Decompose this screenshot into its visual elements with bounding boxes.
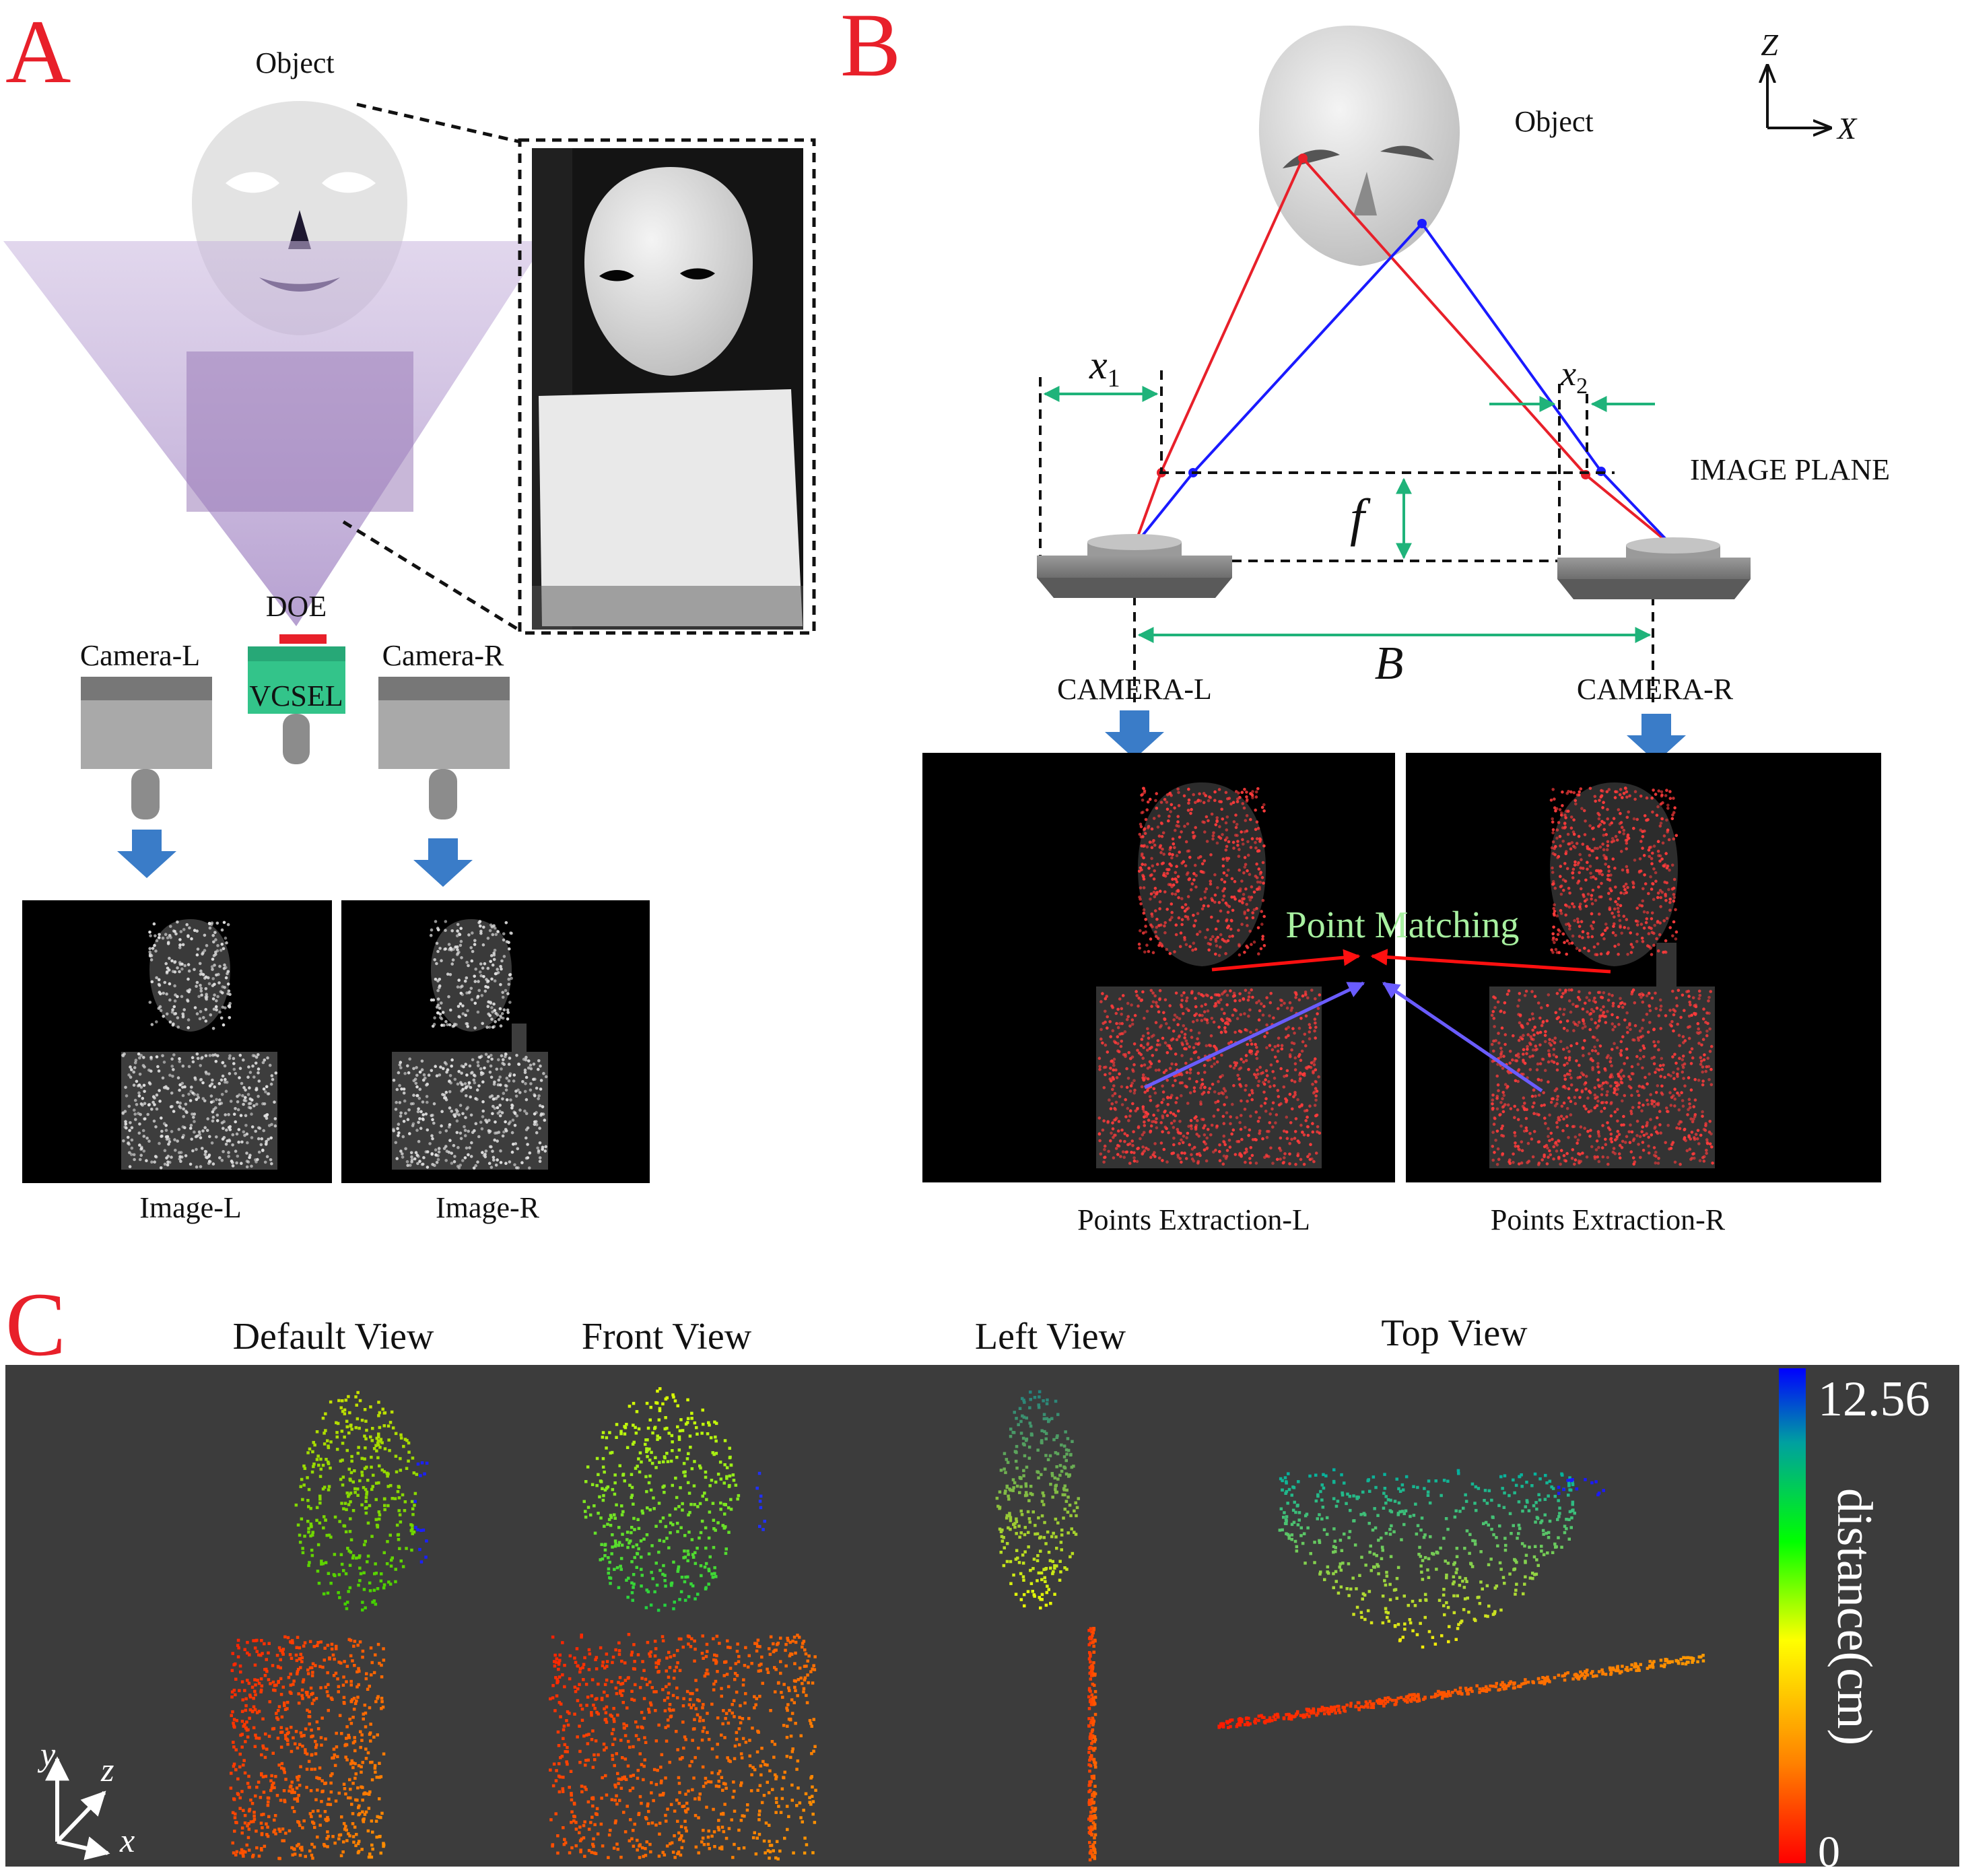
cloud-front-box xyxy=(549,1633,817,1861)
photo-box xyxy=(539,389,803,626)
matching-arrows xyxy=(1143,948,1611,1093)
colorbar-min-label: 0 xyxy=(1818,1828,1840,1876)
camera-r-3d xyxy=(1557,537,1751,599)
cloud-front-face xyxy=(582,1387,741,1612)
panel-a-letter: A xyxy=(5,2,71,102)
projected-area xyxy=(187,351,413,512)
camera-l-3d-label: CAMERA-L xyxy=(1057,673,1212,706)
dimension-arrows xyxy=(1043,386,1655,643)
cloud-top-face xyxy=(1278,1468,1576,1649)
cloud-top-outliers xyxy=(1557,1478,1605,1497)
x2-label: x2 xyxy=(1560,355,1588,399)
mask-3d xyxy=(1258,26,1460,266)
camera-r-label: Camera-R xyxy=(382,639,504,672)
cloud-default-box xyxy=(229,1635,386,1861)
photo-mask xyxy=(584,167,753,376)
image-l-label: Image-L xyxy=(139,1191,241,1224)
flow-arrow-a-left xyxy=(117,830,176,878)
zoom-line-bottom xyxy=(342,520,520,632)
axis-x-label: X xyxy=(1836,111,1858,145)
image-r-label: Image-R xyxy=(436,1191,540,1224)
colorbar xyxy=(1779,1368,1806,1863)
flow-arrow-a-right xyxy=(413,838,473,887)
triad-y-label: y xyxy=(37,1735,56,1773)
view-title-top: Top View xyxy=(1381,1312,1528,1354)
camera-l-body xyxy=(81,677,212,819)
panel-b: B Z X Object xyxy=(840,0,1890,1236)
doe-element xyxy=(279,634,327,644)
point-cloud-viewer xyxy=(5,1365,1959,1867)
panel-a: A Object DOE xyxy=(3,2,816,1224)
cloud-default-outliers xyxy=(413,1461,429,1564)
panel-c-letter: C xyxy=(5,1275,66,1375)
cloud-left-face xyxy=(995,1390,1080,1610)
panel-b-letter: B xyxy=(840,0,901,96)
triad-z-label: z xyxy=(100,1751,114,1788)
focal-length-label: f xyxy=(1350,488,1371,547)
cloud-front-outliers xyxy=(755,1471,766,1531)
extraction-r-label: Points Extraction-R xyxy=(1491,1203,1726,1236)
image-plane-label: IMAGE PLANE xyxy=(1690,453,1890,486)
flow-arrow-b-left xyxy=(1105,710,1164,759)
baseline-label: B xyxy=(1375,638,1404,690)
point-matching-label: Point Matching xyxy=(1286,904,1520,946)
construction-lines xyxy=(1039,370,1654,707)
extraction-image-r xyxy=(1406,753,1881,1182)
extraction-l-label: Points Extraction-L xyxy=(1077,1203,1310,1236)
triad-x-label: x xyxy=(119,1821,135,1859)
zoom-line-top xyxy=(356,102,519,143)
extraction-image-l xyxy=(922,753,1395,1182)
doe-label: DOE xyxy=(266,590,327,623)
camera-r-body xyxy=(378,677,510,819)
vcsel-label: VCSEL xyxy=(249,679,343,712)
axis-triad xyxy=(45,1756,110,1861)
colorbar-title: distance(cm) xyxy=(1827,1488,1882,1745)
panel-b-object-label: Object xyxy=(1514,105,1593,138)
vcsel-post xyxy=(283,714,310,764)
photo-inset xyxy=(518,138,816,635)
x1-label: x1 xyxy=(1089,343,1120,393)
camera-l-3d xyxy=(1037,534,1232,598)
camera-l-label: Camera-L xyxy=(80,639,200,672)
camera-r-3d-label: CAMERA-R xyxy=(1577,673,1734,706)
panel-c: C Default View Front View Left View Top … xyxy=(5,1275,1959,1876)
view-title-default: Default View xyxy=(233,1316,434,1358)
axes-zx: Z X xyxy=(1761,28,1858,145)
cloud-left-box xyxy=(1087,1627,1097,1862)
image-l xyxy=(22,900,332,1183)
axis-z-label: Z xyxy=(1761,28,1778,62)
image-r xyxy=(341,900,650,1183)
cloud-top-box xyxy=(1217,1654,1705,1729)
view-title-left: Left View xyxy=(975,1316,1126,1358)
panel-a-object-label: Object xyxy=(255,46,334,79)
view-title-front: Front View xyxy=(582,1316,752,1358)
colorbar-max-label: 12.56 xyxy=(1818,1372,1930,1427)
cloud-default-face xyxy=(294,1391,419,1612)
